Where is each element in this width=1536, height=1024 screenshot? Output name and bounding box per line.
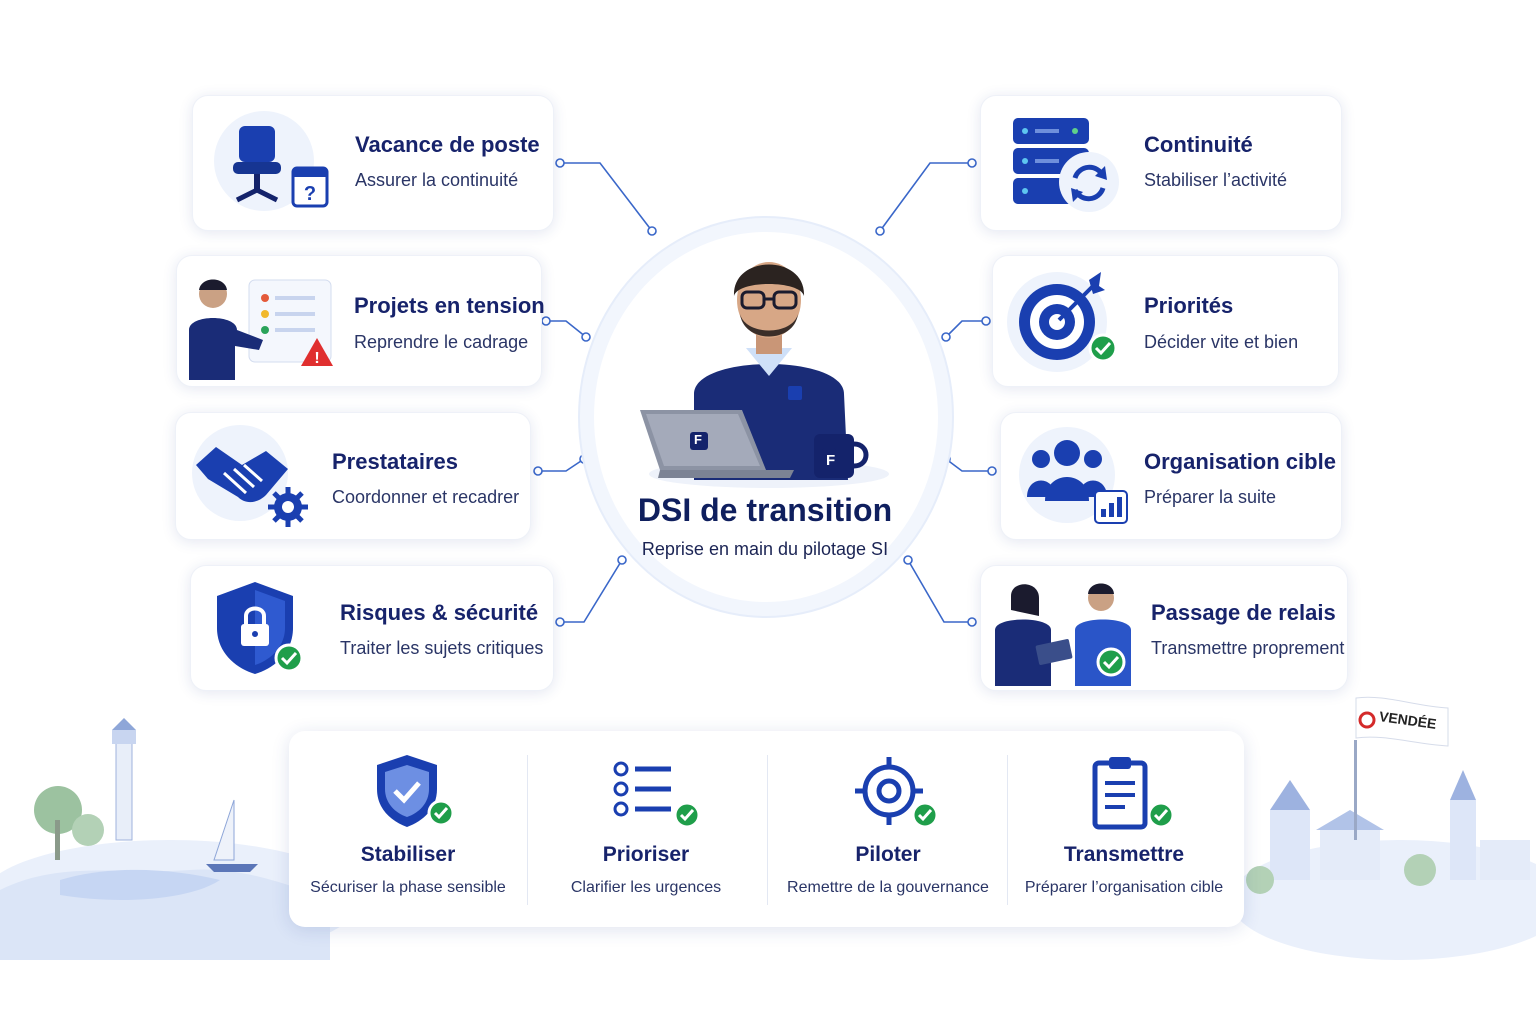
team-icon <box>1015 423 1135 534</box>
card-subtitle: Assurer la continuité <box>355 170 519 190</box>
step-transmettre: Transmettre Préparer l’organisation cibl… <box>1005 731 1243 927</box>
step-subtitle: Préparer l’organisation cible <box>1024 879 1224 896</box>
presenter-checklist-icon: ! <box>183 270 343 385</box>
laptop-badge-letter: F <box>694 432 702 447</box>
step-stabiliser: Stabiliser Sécuriser la phase sensible <box>289 731 527 927</box>
step-title: Stabiliser <box>360 843 456 866</box>
svg-text:!: ! <box>314 350 319 367</box>
card-title: Prestataires <box>332 449 458 474</box>
checklist-icon <box>613 761 701 829</box>
handshake-gear-icon <box>188 421 318 536</box>
step-divider <box>767 755 768 905</box>
brand-badge-icon <box>788 386 802 400</box>
step-title: Piloter <box>855 843 921 866</box>
step-prioriser: Prioriser Clarifier les urgences <box>527 731 765 927</box>
mug-badge-letter: F <box>826 452 836 469</box>
card-subtitle: Reprendre le cadrage <box>354 332 529 352</box>
coastal-landscape-illustration <box>0 718 360 960</box>
office-chair-icon: ? <box>209 106 329 221</box>
card-title: Passage de relais <box>1151 600 1336 625</box>
step-title: Prioriser <box>602 843 690 866</box>
step-divider <box>527 755 528 905</box>
crosshair-icon <box>855 757 939 829</box>
hub-subtitle: Reprise en main du pilotage SI <box>641 539 889 559</box>
card-title: Organisation cible <box>1144 449 1336 474</box>
card-prestataires: Prestataires Coordonner et recadrer <box>175 412 531 540</box>
shield-lock-icon <box>209 578 309 683</box>
card-subtitle: Traiter les sujets critiques <box>340 638 544 658</box>
card-subtitle: Transmettre proprement <box>1151 638 1345 658</box>
card-passage-de-relais: Passage de relais Transmettre proprement <box>980 565 1348 691</box>
card-risques-securite: Risques & sécurité Traiter les sujets cr… <box>190 565 554 691</box>
village-landscape-illustration <box>1230 740 1536 960</box>
card-title: Projets en tension <box>354 293 545 318</box>
consultant-illustration <box>640 262 889 488</box>
step-title: Transmettre <box>1063 843 1185 866</box>
vendee-flag: VENDÉE <box>1354 694 1450 756</box>
card-continuite: Continuité Stabiliser l’activité <box>980 95 1342 231</box>
step-subtitle: Remettre de la gouvernance <box>787 879 989 896</box>
card-title: Risques & sécurité <box>340 600 539 625</box>
card-title: Continuité <box>1144 132 1253 157</box>
server-sync-icon <box>1009 114 1129 219</box>
card-subtitle: Stabiliser l’activité <box>1144 170 1288 190</box>
step-piloter: Piloter Remettre de la gouvernance <box>769 731 1007 927</box>
target-icon <box>1005 266 1125 381</box>
card-title: Priorités <box>1144 293 1234 318</box>
clipboard-icon <box>1092 757 1175 830</box>
steps-panel: Stabiliser Sécuriser la phase sensible P… <box>289 731 1244 927</box>
card-projets-en-tension: ! Projets en tension Reprendre le cadrag… <box>176 255 545 387</box>
card-vacance-de-poste: ? Vacance de poste Assurer la continuité <box>192 95 554 231</box>
shield-check-icon <box>377 755 455 827</box>
step-subtitle: Sécuriser la phase sensible <box>310 879 506 896</box>
step-divider <box>1007 755 1008 905</box>
hub-circle: F F <box>594 232 938 602</box>
card-organisation-cible: Organisation cible Préparer la suite <box>1000 412 1342 540</box>
hub-title: DSI de transition <box>637 492 893 528</box>
card-priorites: Priorités Décider vite et bien <box>992 255 1339 387</box>
card-subtitle: Décider vite et bien <box>1144 332 1299 352</box>
card-subtitle: Coordonner et recadrer <box>332 487 520 507</box>
svg-text:?: ? <box>304 183 316 205</box>
step-subtitle: Clarifier les urgences <box>570 879 722 896</box>
handover-icon <box>991 576 1141 691</box>
card-subtitle: Préparer la suite <box>1144 487 1277 507</box>
card-title: Vacance de poste <box>355 132 540 157</box>
